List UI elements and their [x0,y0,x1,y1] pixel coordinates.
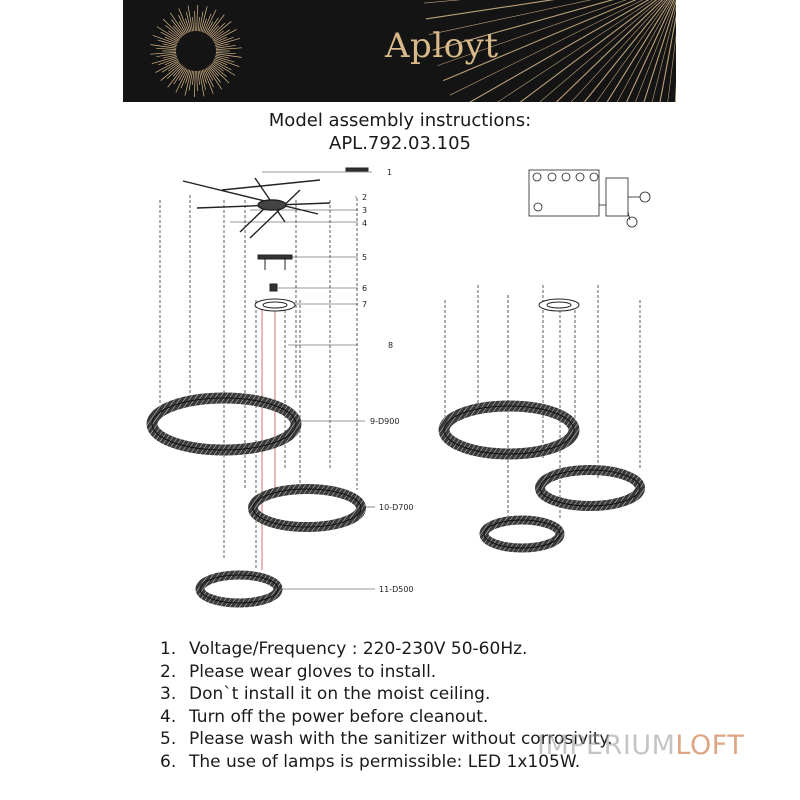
callout-9: 9-D900 [370,417,399,426]
right-ring-small [479,515,565,553]
ring-d900 [146,392,302,456]
callout-10: 10-D700 [379,503,414,512]
hanging-wires [159,195,358,570]
list-item: 2.Please wear gloves to install. [160,661,437,682]
callout-11: 11-D500 [379,585,414,594]
brand-name: Aployt [385,26,499,66]
brand-banner: Aployt [123,0,676,102]
callout-5: 5 [362,253,367,262]
callout-4: 4 [362,219,367,228]
callout-1: 1 [387,168,392,177]
callout-2: 2 [362,193,367,202]
list-item: 1.Voltage/Frequency : 220-230V 50-60Hz. [160,639,528,659]
page-title: Model assembly instructions: [268,110,532,131]
callout-3: 3 [362,206,367,215]
list-item: 3.Don`t install it on the moist ceiling. [160,684,491,705]
ring-d500 [195,570,283,608]
instructions-list: 1.Voltage/Frequency : 220-230V 50-60Hz. … [160,638,612,774]
sunburst-logo-icon [150,0,676,102]
wiring-diagram [528,169,651,228]
callout-7: 7 [362,300,367,309]
ceiling-bracket-star [182,177,331,239]
assembly-drawing: 1 2 3 4 5 6 7 8 9-D900 10-D700 11-D500 [146,167,651,608]
ring-d700 [248,484,366,532]
model-number: APL.792.03.105 [329,133,471,154]
right-ring-large [438,400,580,460]
list-item: 6.The use of lamps is permissible: LED 1… [160,751,581,772]
part-callouts: 1 2 3 4 5 6 7 8 9-D900 10-D700 11-D500 [362,168,414,594]
watermark: IMPERIUMLOFT [537,730,745,761]
callout-6: 6 [362,284,367,293]
list-item: 4.Turn off the power before cleanout. [160,706,489,727]
right-ring-medium [535,465,645,511]
callout-8: 8 [388,341,393,350]
list-item: 5.Please wash with the sanitizer without… [160,729,613,750]
